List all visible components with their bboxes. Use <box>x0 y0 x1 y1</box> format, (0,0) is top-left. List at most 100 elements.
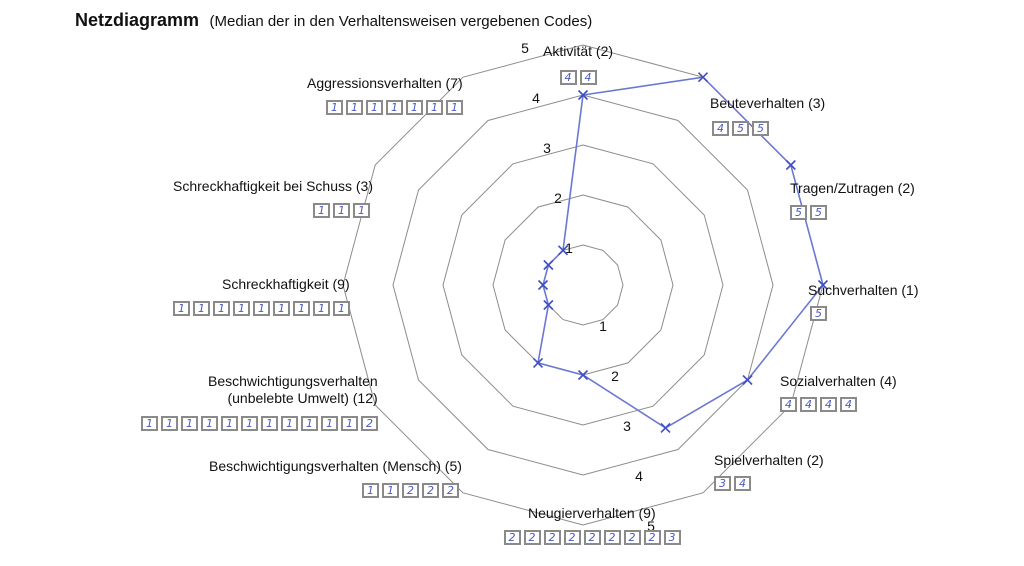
data-point-marker <box>742 374 753 386</box>
code-box: 1 <box>346 100 363 115</box>
code-box: 1 <box>333 301 350 316</box>
chart-title: Netzdiagramm <box>75 10 200 30</box>
data-point-marker <box>577 89 589 101</box>
code-box: 2 <box>402 483 419 498</box>
code-box: 1 <box>181 416 198 431</box>
data-point-marker <box>532 357 544 369</box>
data-point-marker <box>817 279 829 291</box>
category-label: Tragen/Zutragen (2) <box>790 180 915 196</box>
code-box: 2 <box>643 530 661 545</box>
code-box: 1 <box>281 416 298 431</box>
code-box: 2 <box>603 530 621 545</box>
code-box: 1 <box>341 416 358 431</box>
code-box: 1 <box>301 416 318 431</box>
code-box: 1 <box>382 483 399 498</box>
tick-label-lower: 5 <box>647 518 655 534</box>
data-point-marker <box>785 159 796 171</box>
code-box: 1 <box>233 301 250 316</box>
tick-label-lower: 1 <box>599 318 607 334</box>
code-box: 1 <box>313 301 330 316</box>
code-box: 2 <box>442 483 459 498</box>
code-box: 5 <box>810 205 827 220</box>
code-box: 5 <box>752 121 769 136</box>
code-box: 1 <box>273 301 290 316</box>
code-box: 1 <box>362 483 379 498</box>
code-box: 1 <box>161 416 178 431</box>
category-label: Sozialverhalten (4) <box>780 373 897 389</box>
data-point-marker <box>557 245 569 256</box>
code-box: 1 <box>241 416 258 431</box>
category-label: Schreckhaftigkeit (9) <box>222 276 350 292</box>
code-box: 4 <box>734 476 751 491</box>
category-label: Spielverhalten (2) <box>714 452 824 468</box>
tick-label-upper: 3 <box>543 140 551 156</box>
code-box: 1 <box>366 100 383 115</box>
grid-ring-4 <box>392 94 774 476</box>
code-box: 1 <box>333 203 350 218</box>
tick-label-lower: 4 <box>635 468 643 484</box>
category-label: Aggressionsverhalten (7) <box>307 75 463 91</box>
chart-subtitle: (Median der in den Verhaltensweisen verg… <box>209 13 593 30</box>
code-box: 2 <box>563 530 581 545</box>
code-box: 1 <box>321 416 338 431</box>
data-point-marker <box>697 72 709 83</box>
code-box-row: 5 <box>810 306 827 321</box>
code-box: 4 <box>800 397 817 412</box>
data-point-marker <box>660 422 671 433</box>
data-point-marker <box>577 369 589 381</box>
code-box: 2 <box>583 530 601 545</box>
chart-title-row: Netzdiagramm (Median der in den Verhalte… <box>75 10 592 31</box>
code-box: 1 <box>141 416 158 431</box>
code-box: 1 <box>353 203 370 218</box>
code-box: 1 <box>201 416 218 431</box>
code-box: 1 <box>173 301 190 316</box>
grid-ring-1 <box>542 244 624 326</box>
code-box: 1 <box>313 203 330 218</box>
code-box: 3 <box>714 476 731 491</box>
data-point-marker <box>543 299 554 311</box>
code-box: 1 <box>326 100 343 115</box>
code-box: 5 <box>790 205 807 220</box>
code-box: 1 <box>213 301 230 316</box>
code-box: 1 <box>193 301 210 316</box>
tick-label-upper: 4 <box>532 90 540 106</box>
category-label: Suchverhalten (1) <box>808 282 919 298</box>
code-box: 4 <box>840 397 857 412</box>
code-box: 4 <box>579 70 597 85</box>
code-box: 1 <box>426 100 443 115</box>
code-box: 2 <box>623 530 641 545</box>
code-box: 4 <box>820 397 837 412</box>
tick-label-upper: 5 <box>521 40 529 56</box>
code-box: 5 <box>810 306 827 321</box>
code-box: 1 <box>221 416 238 431</box>
tick-label-lower: 2 <box>611 368 619 384</box>
tick-label-upper: 2 <box>554 190 562 206</box>
category-label: Beuteverhalten (3) <box>710 95 826 111</box>
code-box: 5 <box>732 121 749 136</box>
category-label: Beschwichtigungsverhalten (Mensch) (5) <box>209 458 462 474</box>
tick-label-upper: 1 <box>565 240 573 256</box>
grid-ring-2 <box>492 194 674 376</box>
code-box: 1 <box>261 416 278 431</box>
code-box: 2 <box>503 530 521 545</box>
code-box: 2 <box>422 483 439 498</box>
code-box: 4 <box>780 397 797 412</box>
grid-ring-3 <box>442 144 724 426</box>
code-box: 2 <box>361 416 378 431</box>
code-box: 1 <box>293 301 310 316</box>
code-box: 1 <box>386 100 403 115</box>
category-label: Aktivität (2) <box>543 43 614 59</box>
code-box: 1 <box>406 100 423 115</box>
tick-label-lower: 3 <box>623 418 631 434</box>
code-box: 4 <box>712 121 729 136</box>
code-box: 1 <box>446 100 463 115</box>
